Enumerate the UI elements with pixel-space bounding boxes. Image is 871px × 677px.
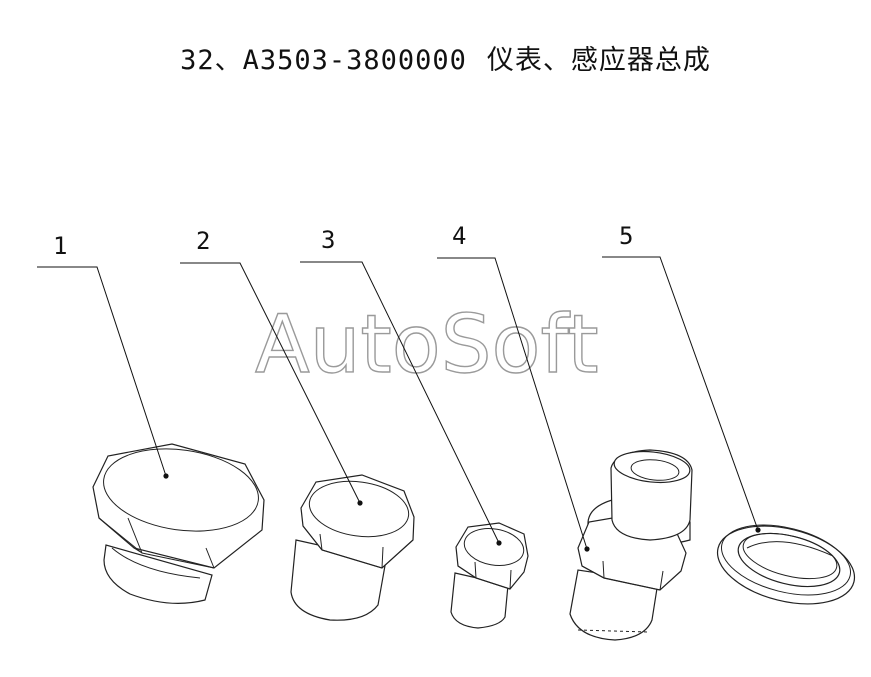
leader-line-2 [180,262,361,504]
leader-dot-4 [584,546,590,552]
leader-line-1 [37,266,167,477]
part-3-hex-plug[interactable] [450,522,529,629]
title-code: 32、A3503-3800000 [180,45,467,76]
leader-dot-1 [163,473,169,479]
page-title: 32、A3503-3800000 仪表、感应器总成 [0,38,871,77]
part-1-hex-plug[interactable] [92,440,265,604]
leader-line-5 [602,256,759,531]
part-4-sensor[interactable] [569,448,693,641]
watermark: AutoSoft [255,298,599,391]
callout-3[interactable]: 3 [321,226,335,254]
leader-line-3 [300,261,500,544]
title-name: 仪表、感应器总成 [486,45,711,76]
callout-2[interactable]: 2 [196,227,210,255]
callout-5[interactable]: 5 [619,222,633,250]
leader-dot-2 [357,500,363,506]
callout-4[interactable]: 4 [452,222,466,250]
part-2-hex-plug[interactable] [290,474,415,621]
leader-dot-3 [496,540,502,546]
part-5-washer[interactable] [709,513,862,617]
leader-dot-5 [755,527,761,533]
callout-1[interactable]: 1 [53,232,67,260]
leader-line-4 [437,257,588,550]
